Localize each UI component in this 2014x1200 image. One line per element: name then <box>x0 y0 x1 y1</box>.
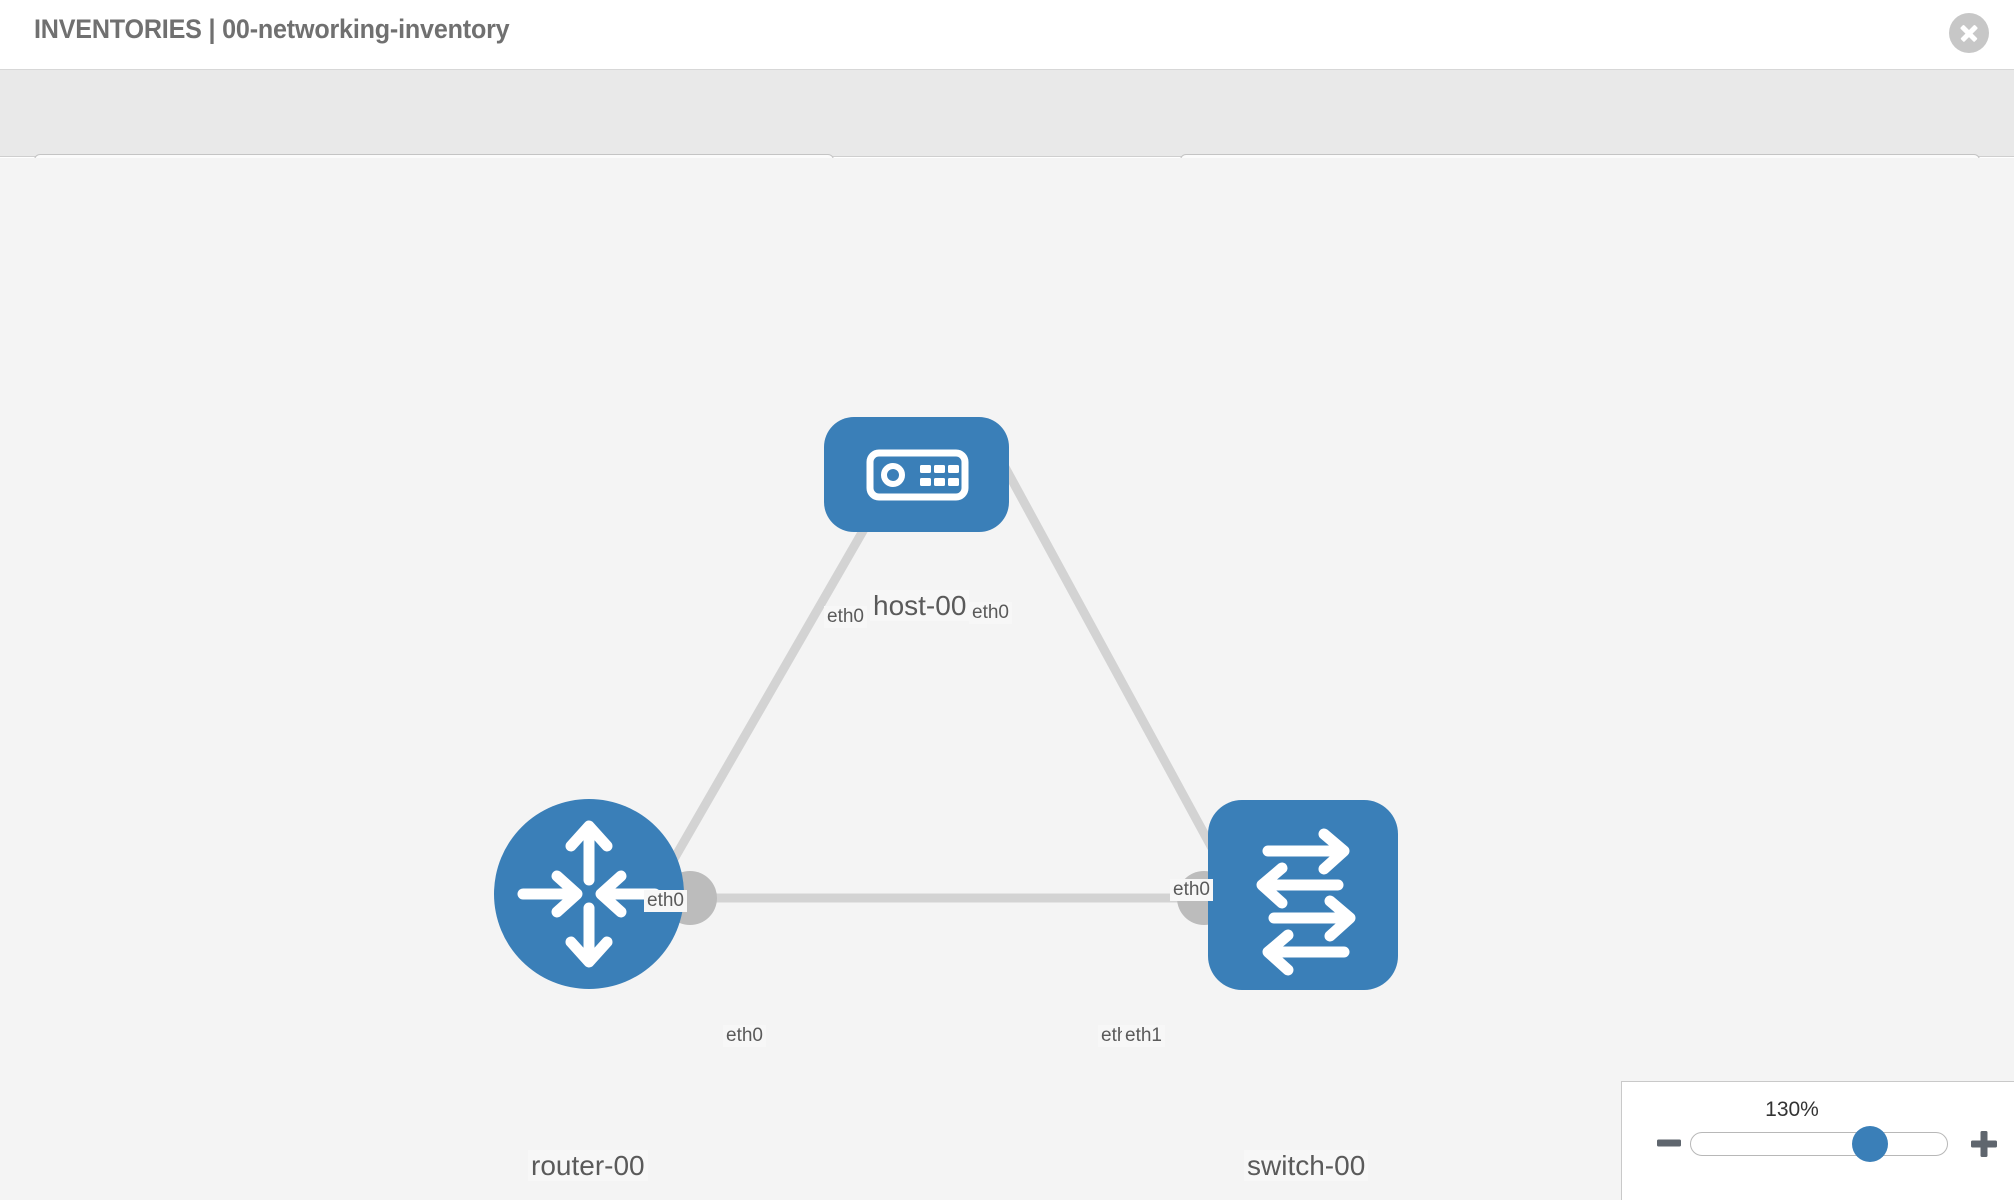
close-icon[interactable] <box>1949 13 1989 53</box>
edge-label: eth1 <box>1122 1025 1165 1047</box>
node-switch-00 <box>1208 800 1398 990</box>
edge-label: eth0 <box>969 602 1012 624</box>
page-header: INVENTORIES | 00-networking-inventory <box>0 0 2014 70</box>
node-label-host-00: host-00 <box>870 590 970 622</box>
edge-label: eth0 <box>824 606 867 628</box>
topology-canvas[interactable]: eth0 eth0 eth0 eth0 eth0 eth0 eth1 host-… <box>0 158 2014 1200</box>
topology-graph <box>494 417 1398 990</box>
node-router-00 <box>494 799 684 989</box>
zoom-slider[interactable] <box>1690 1126 1948 1162</box>
zoom-slider-thumb[interactable] <box>1852 1126 1889 1162</box>
zoom-out-button[interactable] <box>1656 1130 1682 1156</box>
link-host-router <box>636 455 909 921</box>
server-icon <box>866 449 969 501</box>
zoom-percent-label: 130% <box>1765 1098 1819 1121</box>
zoom-control-panel: 130% <box>1621 1081 2014 1200</box>
toolbar: ACTIONS SEARCH <box>0 70 2014 211</box>
switch-icon <box>1256 828 1356 976</box>
node-label-switch-00: switch-00 <box>1244 1150 1369 1182</box>
node-label-router-00: router-00 <box>528 1150 648 1182</box>
edge-label: eth0 <box>644 890 687 912</box>
edge-label: eth0 <box>1170 879 1213 901</box>
node-host-00 <box>824 417 1009 532</box>
page-title: INVENTORIES | 00-networking-inventory <box>34 14 510 44</box>
zoom-in-button[interactable] <box>1970 1130 1998 1158</box>
edge-label: eth0 <box>723 1025 766 1047</box>
